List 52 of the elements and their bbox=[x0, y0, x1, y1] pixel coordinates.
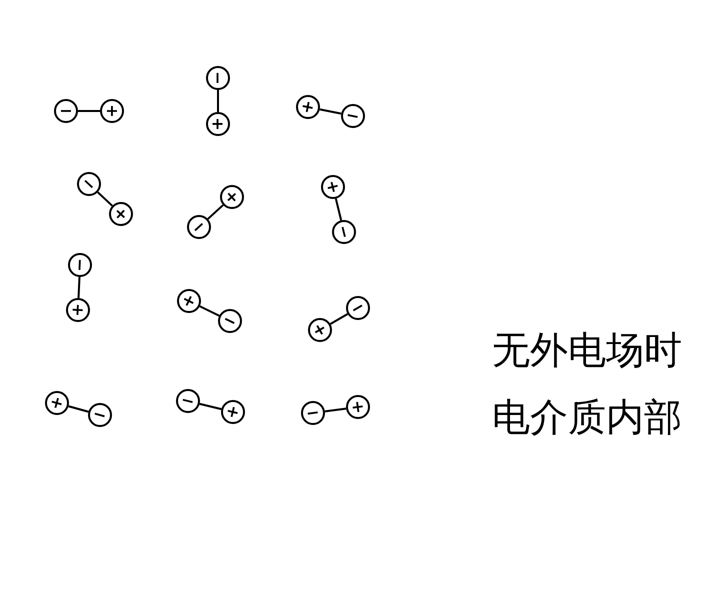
charge-sign: − bbox=[305, 404, 321, 422]
charge-sign: − bbox=[59, 103, 73, 119]
connecting-line bbox=[324, 408, 346, 412]
caption-text: 电介质内部 bbox=[492, 397, 682, 439]
charge-sign: + bbox=[210, 117, 226, 131]
caption-text: 无外电场时 bbox=[492, 330, 682, 372]
connecting-line bbox=[78, 110, 100, 112]
charge-circle bbox=[206, 112, 230, 136]
connecting-line bbox=[334, 198, 342, 221]
connecting-line bbox=[320, 108, 342, 115]
charge-circle bbox=[321, 175, 345, 199]
charge-circle bbox=[100, 99, 124, 123]
charge-sign: − bbox=[72, 258, 88, 272]
charge-sign: − bbox=[220, 310, 240, 332]
charge-circle bbox=[176, 389, 200, 413]
charge-circle bbox=[346, 395, 370, 419]
connecting-line bbox=[330, 313, 348, 325]
charge-sign: − bbox=[91, 406, 109, 424]
charge-sign: − bbox=[348, 298, 368, 318]
charge-circle bbox=[66, 298, 90, 322]
charge-circle bbox=[332, 220, 356, 244]
charge-sign: + bbox=[70, 302, 86, 318]
connecting-line bbox=[68, 405, 89, 413]
charge-sign: + bbox=[222, 186, 242, 208]
charge-sign: + bbox=[310, 320, 330, 340]
connecting-line bbox=[207, 204, 224, 220]
connecting-line bbox=[217, 90, 219, 112]
charge-circle bbox=[206, 66, 230, 90]
charge-sign: + bbox=[105, 103, 119, 119]
charge-sign: − bbox=[334, 224, 354, 240]
charge-circle bbox=[296, 95, 320, 119]
charge-sign: − bbox=[188, 216, 210, 238]
charge-sign: − bbox=[180, 392, 196, 410]
charge-sign: + bbox=[48, 394, 66, 412]
charge-sign: + bbox=[350, 398, 366, 416]
charge-circle bbox=[54, 99, 78, 123]
charge-sign: − bbox=[344, 106, 362, 126]
charge-sign: − bbox=[78, 174, 100, 194]
connecting-line bbox=[97, 191, 113, 207]
charge-sign: + bbox=[179, 290, 199, 312]
connecting-line bbox=[199, 402, 222, 410]
charge-circle bbox=[221, 400, 245, 424]
charge-sign: + bbox=[324, 178, 342, 196]
connecting-line bbox=[78, 276, 80, 298]
connecting-line bbox=[199, 305, 220, 317]
charge-sign: + bbox=[110, 204, 132, 224]
charge-sign: + bbox=[300, 98, 316, 116]
charge-sign: − bbox=[210, 71, 226, 85]
charge-circle bbox=[68, 253, 92, 277]
charge-circle bbox=[301, 401, 325, 425]
charge-sign: + bbox=[224, 402, 242, 422]
charge-circle bbox=[341, 104, 365, 128]
